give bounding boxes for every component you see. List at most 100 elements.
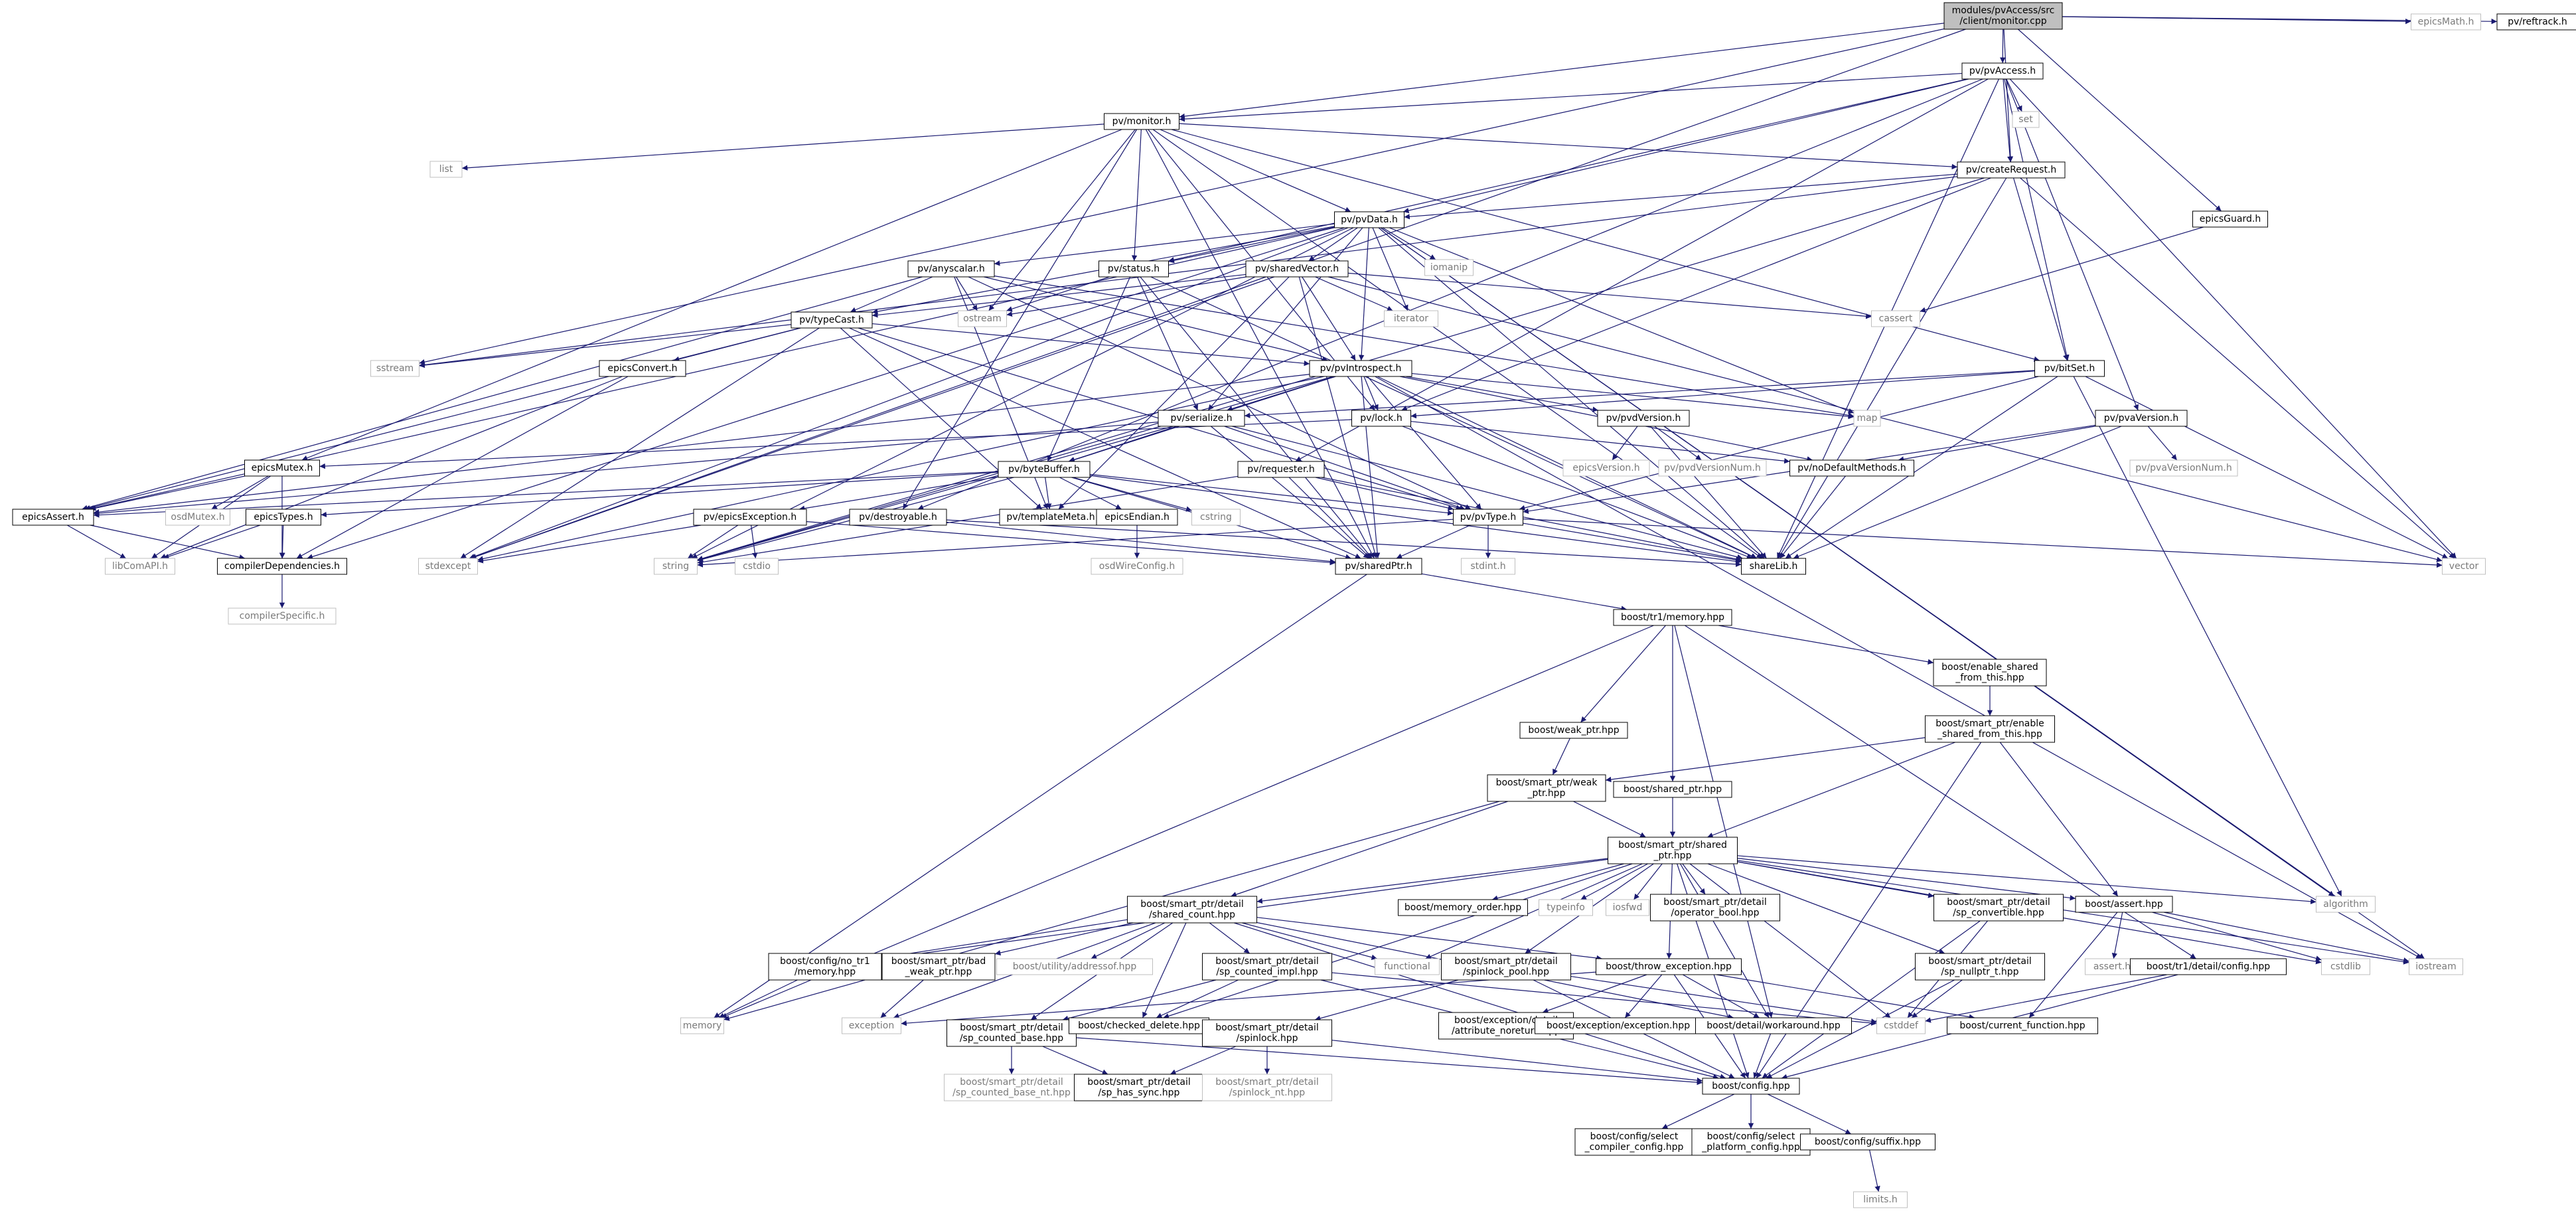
node-epicsEndian[interactable]: epicsEndian.h (1096, 509, 1178, 526)
node-lock[interactable]: pv/lock.h (1351, 410, 1411, 427)
node-label-line: /client/monitor.cpp (1959, 16, 2046, 27)
node-pvreftrack[interactable]: pv/reftrack.h (2496, 13, 2576, 31)
node-label-addressof: boost/utility/addressof.hpp (1013, 961, 1137, 972)
dependency-edge-throwException-attrNoreturn (1542, 974, 1647, 1014)
node-label-line: compilerSpecific.h (240, 611, 325, 621)
node-spNullptr[interactable]: boost/smart_ptr/detail/sp_nullptr_t.hpp (1915, 953, 2045, 981)
node-label-line: list (439, 164, 453, 175)
node-spinlockPool[interactable]: boost/smart_ptr/detail/spinlock_pool.hpp (1441, 953, 1571, 981)
node-typeCast[interactable]: pv/typeCast.h (791, 311, 873, 329)
node-tr1memory[interactable]: boost/tr1/memory.hpp (1613, 609, 1732, 626)
node-pvType[interactable]: pv/pvType.h (1453, 509, 1523, 526)
node-suffix[interactable]: boost/config/suffix.hpp (1800, 1133, 1935, 1151)
dependency-edge-pvaVersion-shareLib (1793, 426, 2122, 559)
node-label-createRequest: pv/createRequest.h (1966, 165, 2057, 175)
node-pvdVersionNum: pv/pvdVersionNum.h (1658, 459, 1767, 477)
node-noDefault[interactable]: pv/noDefaultMethods.h (1789, 459, 1914, 477)
node-label-libComAPI: libComAPI.h (112, 561, 168, 572)
node-sharedPtr[interactable]: pv/sharedPtr.h (1335, 558, 1422, 575)
node-spCountedImpl[interactable]: boost/smart_ptr/detail/sp_counted_impl.h… (1202, 953, 1332, 981)
node-pvIntrospect[interactable]: pv/pvIntrospect.h (1309, 360, 1412, 377)
node-pvaVersion[interactable]: pv/pvaVersion.h (2095, 410, 2188, 427)
node-label-root: modules/pvAccess/src/client/monitor.cpp (1952, 5, 2055, 27)
node-label-line: vector (2449, 561, 2479, 572)
node-byteBuffer[interactable]: pv/byteBuffer.h (998, 461, 1091, 478)
dependency-edge-sharedVector-pvIntrospect (1302, 276, 1356, 361)
node-tr1DetailConfig[interactable]: boost/tr1/detail/config.hpp (2130, 958, 2287, 975)
node-spEnableShared[interactable]: boost/smart_ptr/enable_shared_from_this.… (1925, 715, 2055, 743)
node-pvData[interactable]: pv/pvData.h (1334, 211, 1404, 228)
node-sharedCount[interactable]: boost/smart_ptr/detail/shared_count.hpp (1127, 896, 1257, 924)
node-weakPtr[interactable]: boost/weak_ptr.hpp (1519, 722, 1628, 739)
node-configHpp[interactable]: boost/config.hpp (1702, 1078, 1800, 1095)
dependency-edge-spShared-typeinfo (1580, 863, 1648, 900)
node-label-sharedPtrHpp: boost/shared_ptr.hpp (1624, 784, 1722, 795)
node-box-pvType (1453, 509, 1523, 526)
node-currentFunction[interactable]: boost/current_function.hpp (1947, 1017, 2098, 1034)
dependency-edge-epicsMutex-epicsAssert (90, 475, 246, 511)
node-compilerDep[interactable]: compilerDependencies.h (217, 558, 347, 575)
node-createRequest[interactable]: pv/createRequest.h (1957, 161, 2066, 179)
node-operatorBool[interactable]: boost/smart_ptr/detail/operator_bool.hpp (1650, 894, 1780, 922)
node-label-line: boost/config/suffix.hpp (1815, 1137, 1921, 1147)
node-enableShared[interactable]: boost/enable_shared_from_this.hpp (1933, 659, 2047, 687)
node-badWeakPtr[interactable]: boost/smart_ptr/bad_weak_ptr.hpp (881, 953, 996, 981)
dependency-edge-throwException-exceptionHpp (1624, 974, 1663, 1018)
node-selectPlatform[interactable]: boost/config/select_platform_config.hpp (1691, 1128, 1811, 1156)
node-spWeakPtr[interactable]: boost/smart_ptr/weak_ptr.hpp (1487, 774, 1606, 802)
node-label-assertH: assert.h (2093, 961, 2131, 972)
node-memoryOrder[interactable]: boost/memory_order.hpp (1398, 899, 1528, 916)
dependency-edge-sharedVector-vector (1327, 276, 2443, 562)
dependency-edge-pvData-map (1389, 227, 1855, 414)
node-sharedVector[interactable]: pv/sharedVector.h (1245, 260, 1349, 278)
node-sharedPtrHpp[interactable]: boost/shared_ptr.hpp (1613, 781, 1732, 798)
node-throwException[interactable]: boost/throw_exception.hpp (1596, 958, 1742, 975)
node-iosfwd: iosfwd (1606, 899, 1649, 916)
node-label-line: memory (683, 1020, 722, 1031)
node-spShared[interactable]: boost/smart_ptr/shared_ptr.hpp (1608, 837, 1738, 864)
node-label-line: modules/pvAccess/src (1952, 5, 2055, 16)
node-spHasSync[interactable]: boost/smart_ptr/detail/sp_has_sync.hpp (1074, 1074, 1204, 1101)
node-label-line: epicsEndian.h (1104, 512, 1170, 523)
node-requester[interactable]: pv/requester.h (1237, 461, 1325, 478)
node-label-exception: exception (849, 1020, 894, 1031)
node-shareLib[interactable]: shareLib.h (1741, 558, 1806, 575)
node-workaround[interactable]: boost/detail/workaround.hpp (1695, 1017, 1852, 1034)
node-serialize[interactable]: pv/serialize.h (1158, 410, 1245, 427)
node-pvAccess[interactable]: pv/pvAccess.h (1961, 62, 2044, 80)
node-label-line: boost/config/no_tr1 (780, 956, 870, 967)
dependency-edge-pvAccess-pvData (1402, 78, 1969, 214)
node-label-line: boost/config/select (1590, 1131, 1679, 1142)
dependency-edge-spWeakPtr-sharedCount (1231, 801, 1508, 898)
node-spCountedBase[interactable]: boost/smart_ptr/detail/sp_counted_base.h… (947, 1019, 1077, 1047)
node-epicsTypes[interactable]: epicsTypes.h (246, 509, 321, 526)
node-bitSet[interactable]: pv/bitSet.h (2034, 360, 2105, 377)
node-box-enableShared (1933, 659, 2047, 687)
node-destroyable[interactable]: pv/destroyable.h (849, 509, 947, 526)
node-selectCompiler[interactable]: boost/config/select_compiler_config.hpp (1574, 1128, 1694, 1156)
node-exceptionHpp[interactable]: boost/exception/exception.hpp (1535, 1017, 1702, 1034)
node-pvdVersion[interactable]: pv/pvdVersion.h (1597, 410, 1690, 427)
node-noTr1Memory[interactable]: boost/config/no_tr1/memory.hpp (768, 953, 882, 981)
node-epicsConvert[interactable]: epicsConvert.h (599, 360, 686, 377)
node-cassert: cassert (1871, 310, 1920, 327)
dependency-edge-root-createRequest (2003, 29, 2014, 163)
node-epicsGuard[interactable]: epicsGuard.h (2192, 210, 2268, 228)
node-label-pvdVersion: pv/pvdVersion.h (1606, 413, 1681, 424)
node-label-line: pv/bitSet.h (2044, 363, 2095, 374)
dependency-edge-createRequest-bitSet (2012, 177, 2069, 361)
node-epicsMutex[interactable]: epicsMutex.h (244, 459, 320, 477)
node-epicsAssert[interactable]: epicsAssert.h (12, 509, 94, 526)
node-epicsException[interactable]: pv/epicsException.h (693, 509, 807, 526)
node-box-epicsEndian (1096, 509, 1178, 526)
node-status[interactable]: pv/status.h (1099, 260, 1169, 278)
node-root[interactable]: modules/pvAccess/src/client/monitor.cpp (1943, 2, 2063, 30)
dependency-edge-createRequest-pvData (1404, 173, 1958, 220)
node-spConvertible[interactable]: boost/smart_ptr/detail/sp_convertible.hp… (1933, 894, 2064, 922)
node-spinlockHpp[interactable]: boost/smart_ptr/detail/spinlock.hpp (1202, 1019, 1332, 1047)
node-templateMeta[interactable]: pv/templateMeta.h (999, 509, 1102, 526)
node-boostAssert[interactable]: boost/assert.hpp (2075, 896, 2173, 913)
node-checkedDelete[interactable]: boost/checked_delete.hpp (1069, 1017, 1209, 1034)
node-anyscalar[interactable]: pv/anyscalar.h (907, 260, 995, 278)
node-monitor[interactable]: pv/monitor.h (1104, 113, 1179, 130)
